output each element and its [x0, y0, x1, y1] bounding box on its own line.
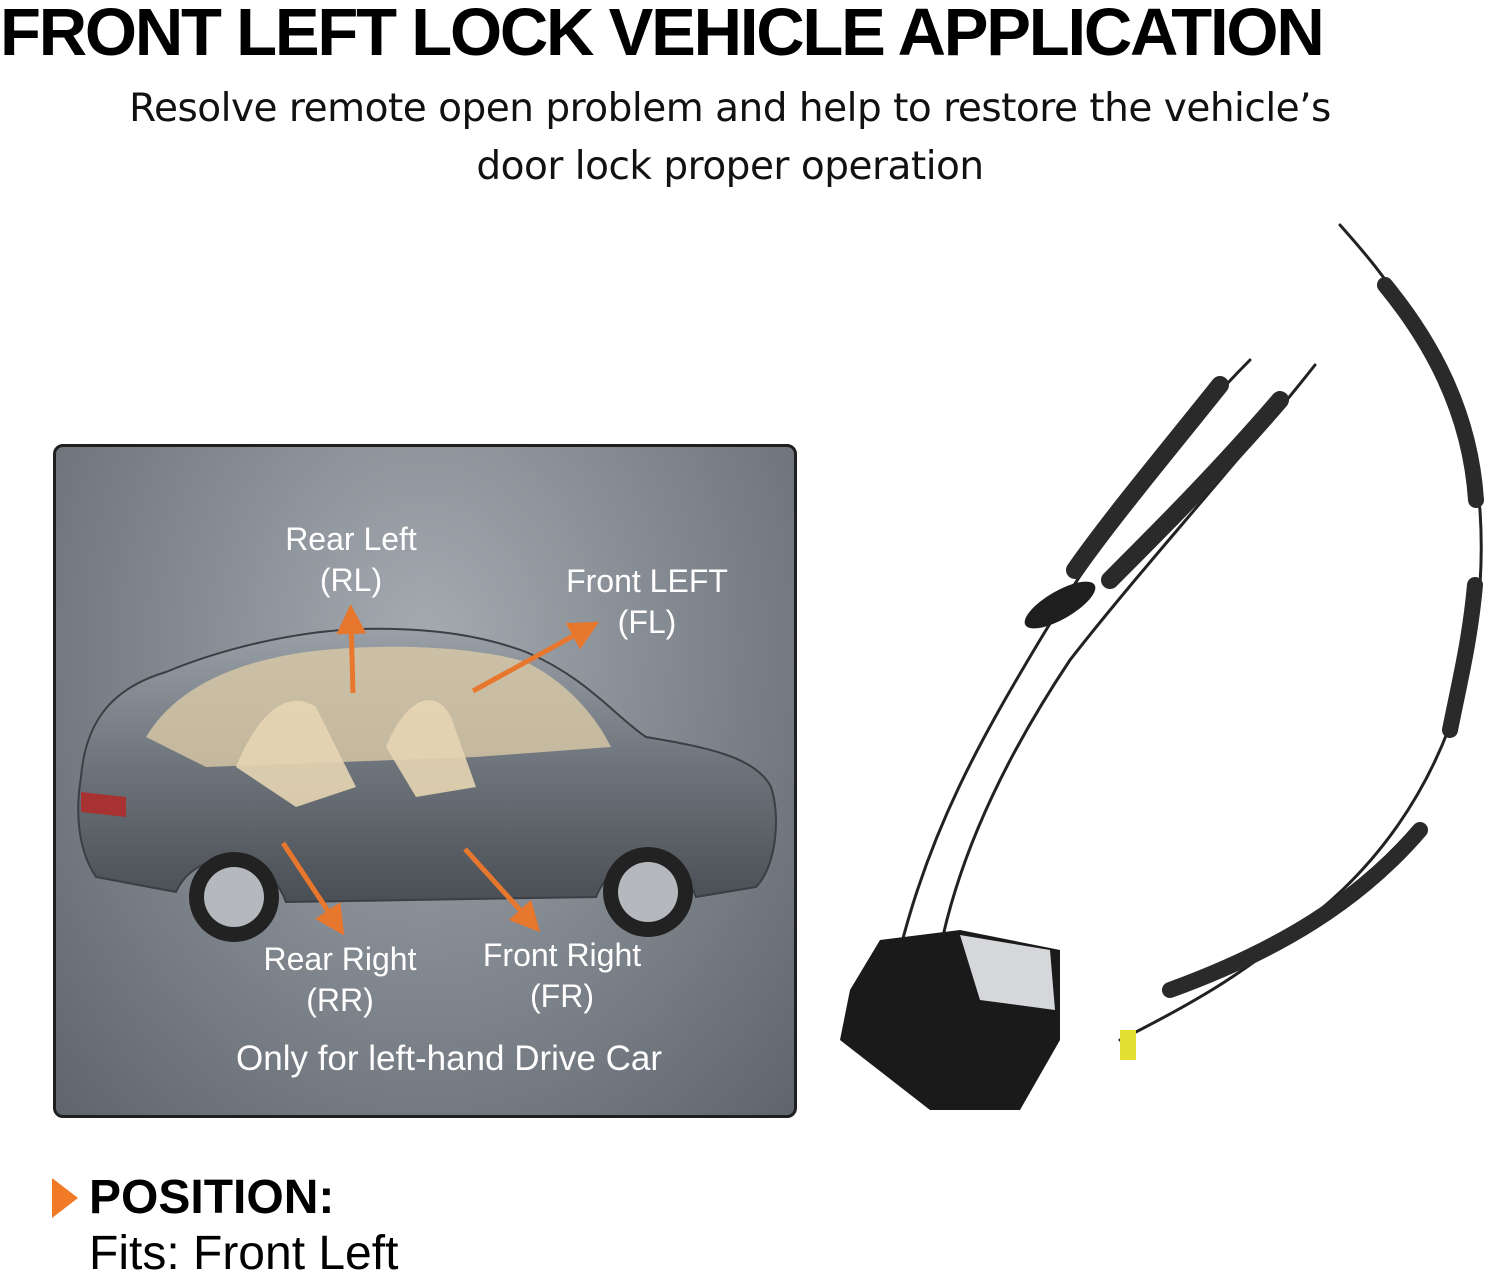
- subtitle-line-2: door lock proper operation: [476, 144, 984, 189]
- label-front-left-text: Front LEFT: [566, 563, 728, 599]
- car-position-diagram: Rear Left (RL) Front LEFT (FL) Rear Righ…: [53, 444, 797, 1118]
- label-front-left: Front LEFT (FL): [566, 561, 728, 643]
- triangle-right-icon: [52, 1178, 78, 1218]
- label-front-right: Front Right (FR): [483, 935, 641, 1017]
- arrow-front-left: [471, 621, 600, 694]
- label-rear-left-code: (RL): [319, 562, 383, 598]
- subtitle-line-1: Resolve remote open problem and help to …: [129, 86, 1331, 131]
- arrow-front-right: [463, 847, 541, 933]
- lhd-note: Only for left-hand Drive Car: [236, 1039, 662, 1078]
- door-lock-actuator-image: [840, 223, 1484, 1110]
- label-rear-left: Rear Left (RL): [285, 519, 417, 601]
- label-front-right-text: Front Right: [482, 937, 642, 973]
- arrow-rear-right: [280, 841, 345, 936]
- label-rear-left-text: Rear Left: [285, 521, 417, 557]
- page-title: FRONT LEFT LOCK VEHICLE APPLICATION: [0, 0, 1325, 70]
- subtitle: Resolve remote open problem and help to …: [80, 80, 1380, 196]
- label-front-right-code: (FR): [530, 978, 594, 1014]
- position-title: POSITION:: [89, 1171, 335, 1224]
- position-fits: Fits: Front Left: [89, 1227, 399, 1280]
- car-illustration: [77, 604, 777, 942]
- label-rear-right-text: Rear Right: [263, 941, 417, 977]
- label-rear-right: Rear Right (RR): [264, 939, 417, 1021]
- label-front-left-code: (FL): [617, 604, 677, 640]
- car-seats: [236, 700, 476, 807]
- arrow-rear-left: [336, 604, 367, 694]
- label-rear-right-code: (RR): [306, 982, 374, 1018]
